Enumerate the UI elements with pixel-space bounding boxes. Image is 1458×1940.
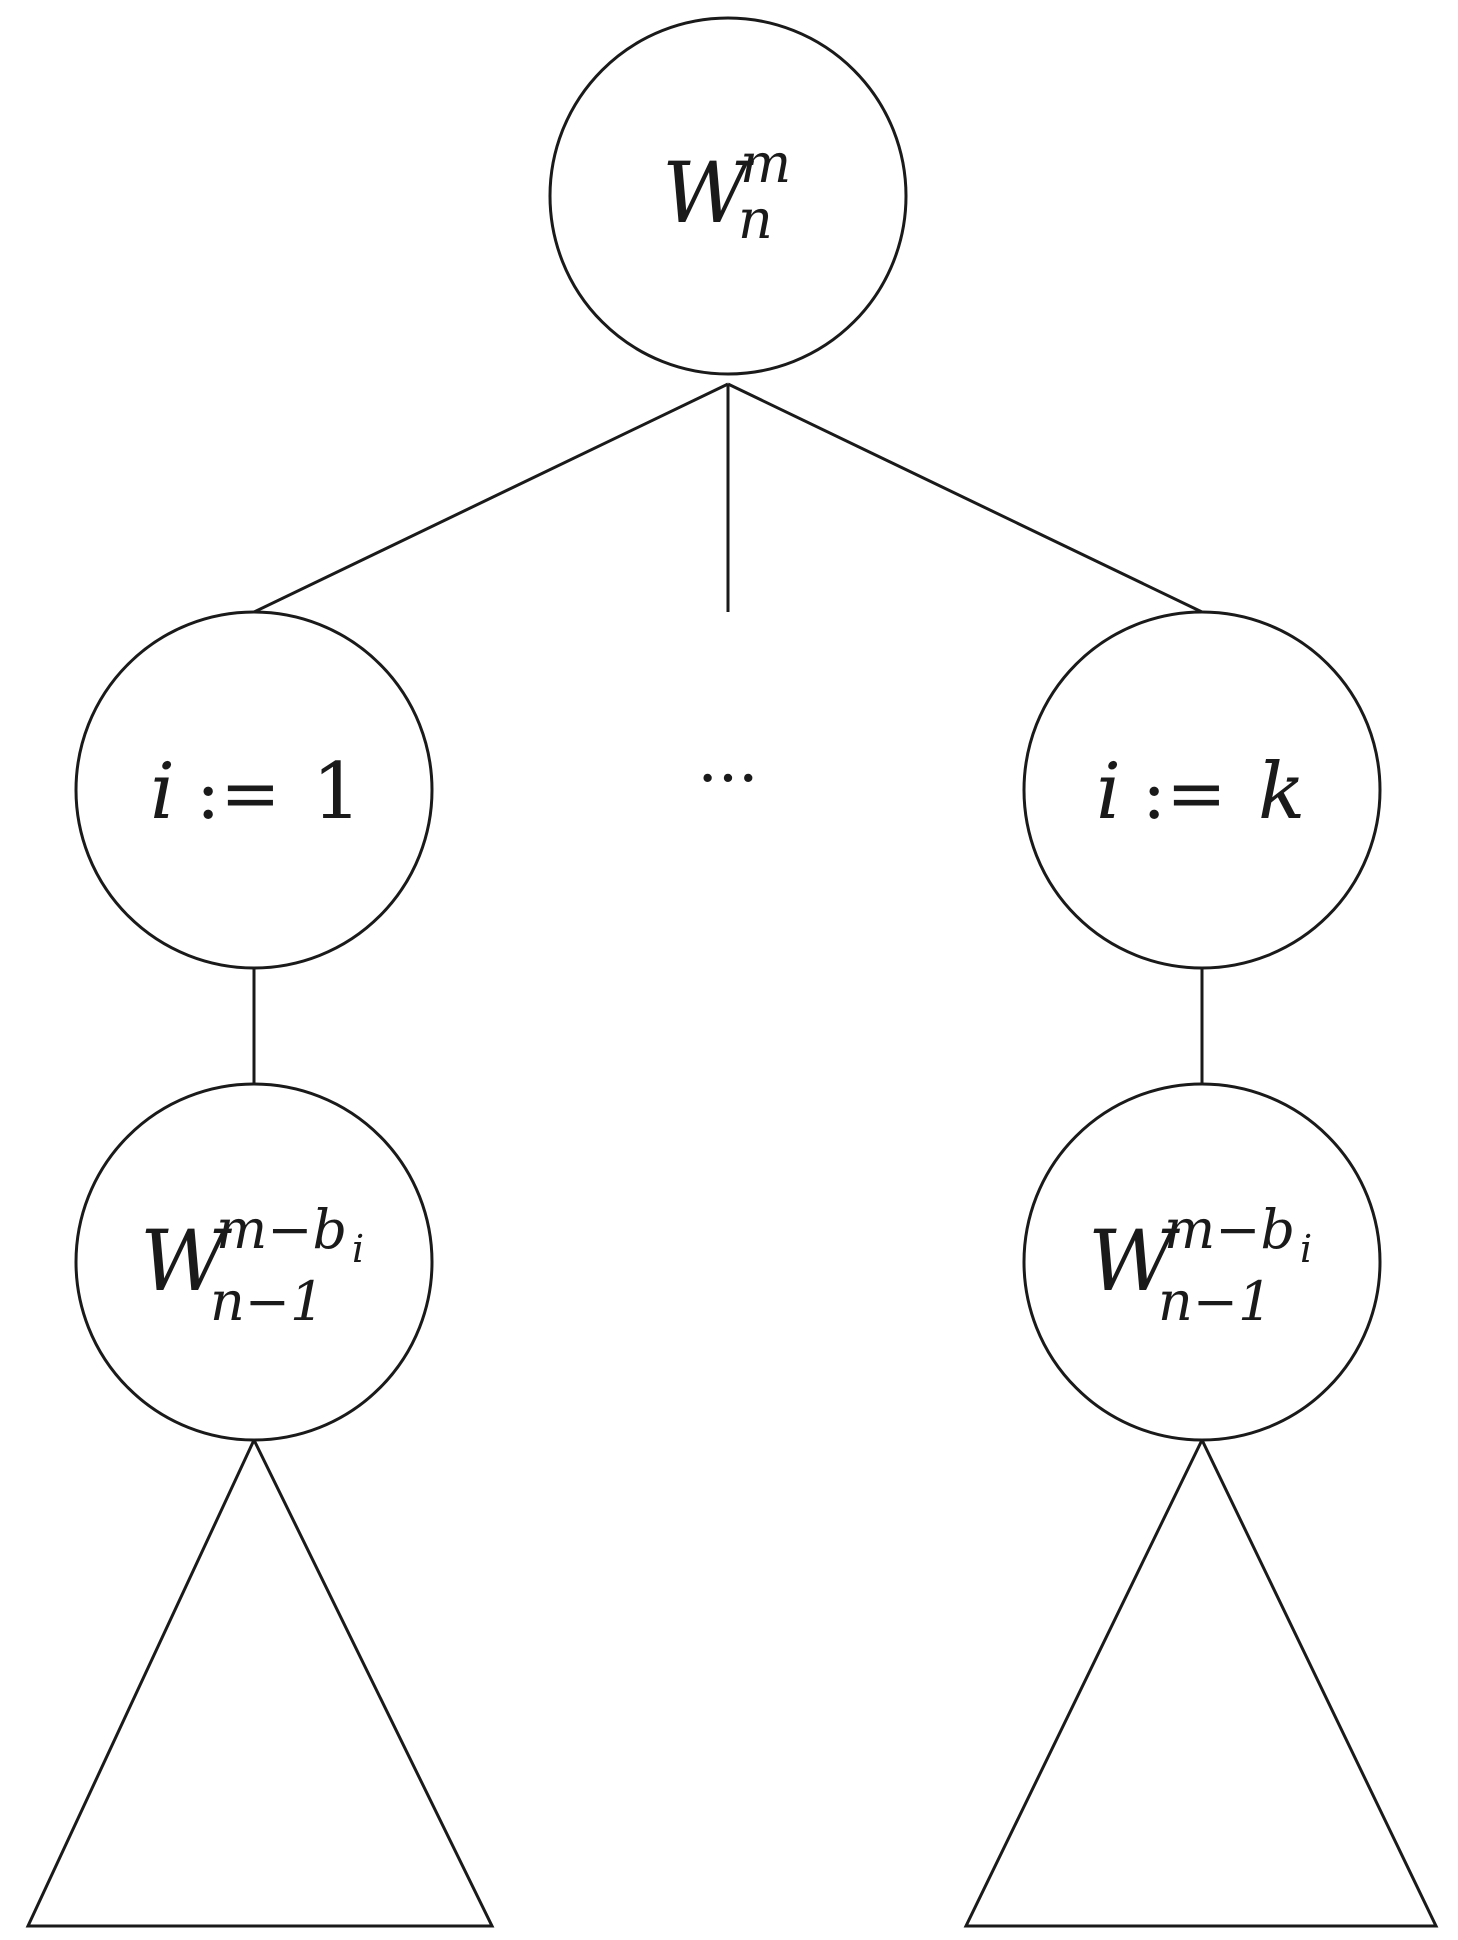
child-k-sup-sub: i	[1300, 1227, 1312, 1271]
edge-root-to-choice-k	[727, 382, 1203, 614]
choice-1-value: 1	[312, 747, 362, 837]
choice-1-op: :=	[196, 751, 281, 835]
choice-node-k-circle	[1022, 610, 1382, 970]
child-1-base: W	[140, 1212, 233, 1310]
child-node-1-circle	[74, 1082, 434, 1442]
root-sup: m	[740, 132, 791, 195]
choice-k-value: k	[1258, 747, 1305, 837]
choice-k-op: :=	[1142, 751, 1227, 835]
subtree-triangle-right	[963, 1436, 1439, 1928]
root-base: W	[662, 144, 755, 242]
root-node: W m n	[548, 16, 908, 376]
child-1-sup: m−b	[216, 1198, 347, 1261]
child-node-k: W m−b i n−1	[1022, 1082, 1382, 1442]
child-node-k-circle	[1022, 1082, 1382, 1442]
child-1-sup-sub: i	[352, 1227, 364, 1271]
choice-node-1-circle	[74, 610, 434, 970]
root-sub: n	[738, 188, 773, 251]
child-1-sub: n−1	[210, 1270, 324, 1333]
root-node-circle	[548, 16, 908, 376]
choice-node-k: i := k	[1022, 610, 1382, 970]
child-k-base: W	[1088, 1212, 1181, 1310]
child-k-sub: n−1	[1158, 1270, 1272, 1333]
subtree-triangle-left	[25, 1436, 495, 1928]
child-k-sup: m−b	[1164, 1198, 1295, 1261]
child-node-1: W m−b i n−1	[74, 1082, 434, 1442]
choice-node-1: i := 1	[74, 610, 434, 970]
edge-root-to-choice-1	[253, 382, 729, 614]
choice-k-var: i	[1096, 747, 1121, 837]
ellipsis-label: ···	[697, 742, 758, 816]
choice-1-var: i	[150, 747, 175, 837]
